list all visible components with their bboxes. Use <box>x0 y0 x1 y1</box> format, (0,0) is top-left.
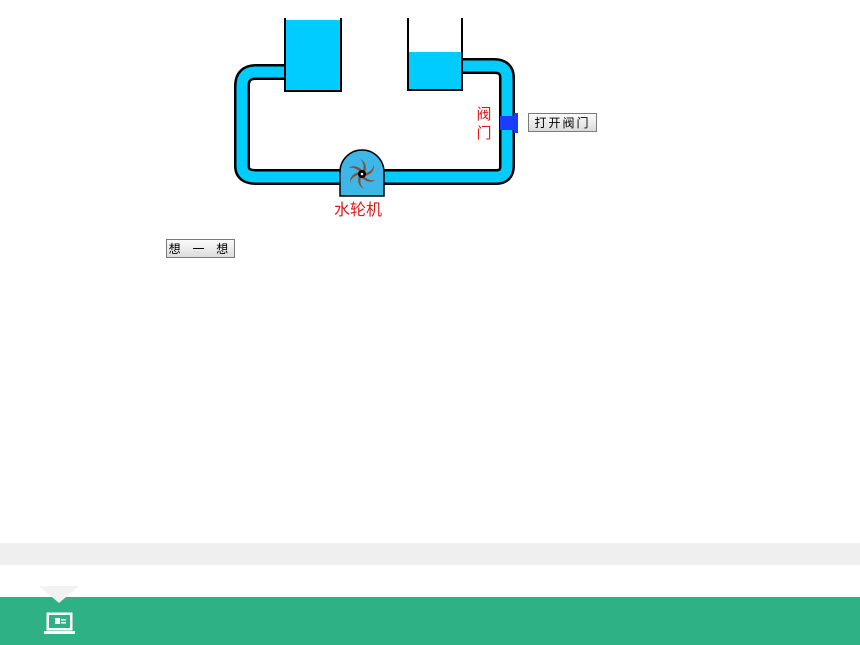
presentation-slide-icon <box>44 612 75 634</box>
turbine-label: 水轮机 <box>334 200 383 219</box>
water-circuit-diagram <box>234 18 518 197</box>
valve-label: 阀门 <box>476 105 492 142</box>
left-container <box>284 18 342 92</box>
footer-tab-notch <box>39 586 79 603</box>
open-valve-button[interactable]: 打开阀门 <box>528 113 597 132</box>
valve <box>500 113 518 133</box>
right-container <box>407 18 463 91</box>
footer-divider-band <box>0 543 860 565</box>
footer-bar <box>0 597 860 645</box>
water-turbine <box>339 149 385 197</box>
think-button[interactable]: 想 一 想 <box>166 239 235 258</box>
